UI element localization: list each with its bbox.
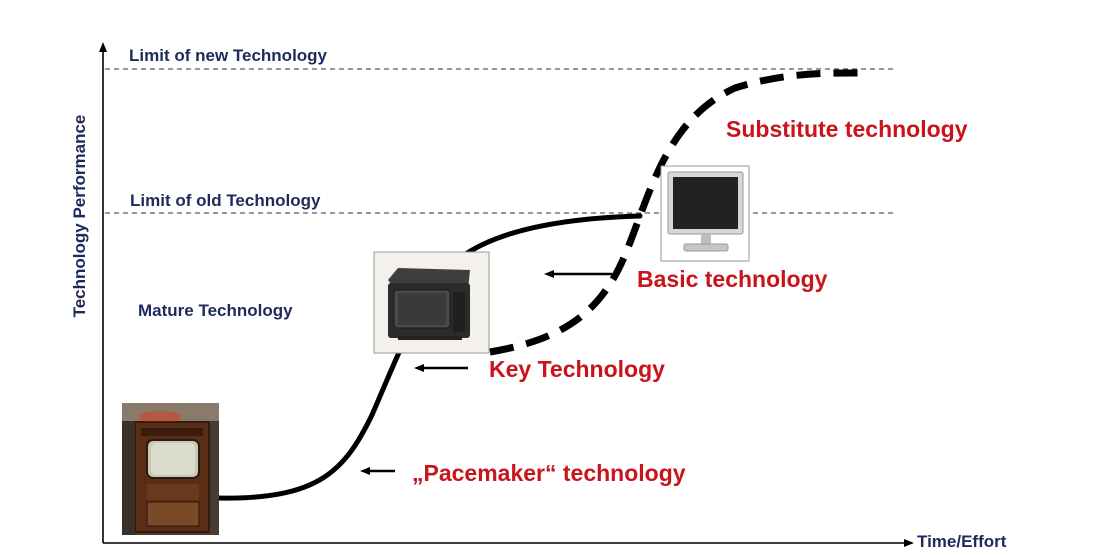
substitute-technology-label: Substitute technology xyxy=(726,116,968,142)
pacemaker-technology-label: „Pacemaker“ technology xyxy=(412,460,686,486)
new-technology-curve xyxy=(489,69,863,356)
y-axis-title: Technology Performance xyxy=(70,114,89,318)
x-axis-title: Time/Effort xyxy=(917,532,1007,551)
key-technology-label: Key Technology xyxy=(489,356,665,382)
x-axis-arrowhead xyxy=(904,539,914,547)
basic-arrow xyxy=(544,270,612,278)
crt-tv-image xyxy=(373,251,490,354)
mature-technology-label: Mature Technology xyxy=(138,301,293,320)
pacemaker-arrow xyxy=(360,467,395,475)
lcd-monitor-image xyxy=(660,165,750,262)
key-arrow xyxy=(414,364,468,372)
vintage-tv-image xyxy=(122,403,219,535)
basic-technology-label: Basic technology xyxy=(637,266,828,292)
y-axis-arrowhead xyxy=(99,42,107,52)
limit-new-label: Limit of new Technology xyxy=(129,46,328,65)
limit-old-label: Limit of old Technology xyxy=(130,191,321,210)
